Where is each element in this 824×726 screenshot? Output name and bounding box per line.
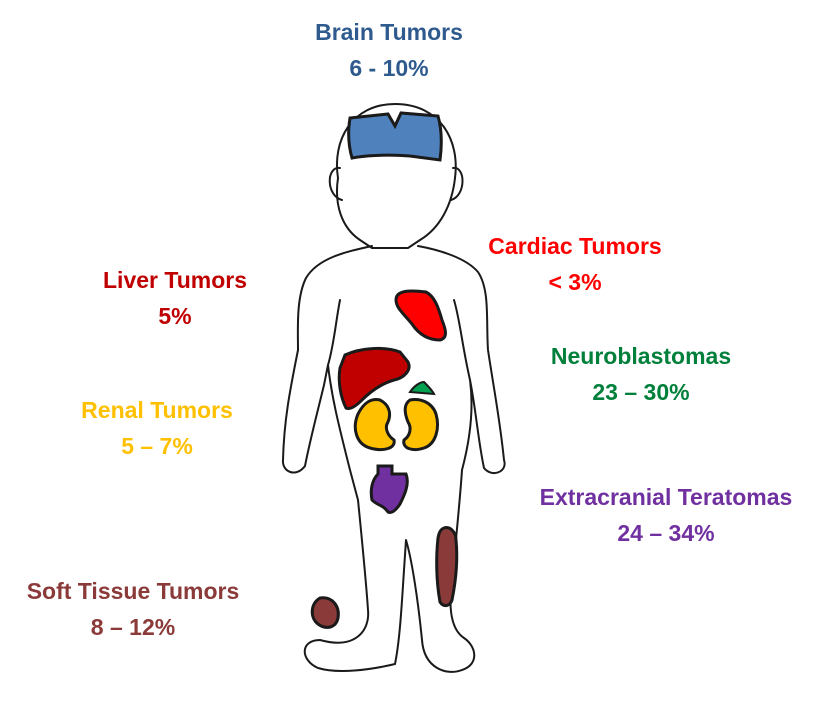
adrenal-organ [408,380,436,396]
torso-outline [281,245,506,673]
renal-tumors-percent: 5 – 7% [121,433,193,459]
left-armpit-line [327,299,341,366]
teratoma-organ [369,464,409,514]
brain-tumors-percent: 6 - 10% [349,55,429,81]
right-ear-outline [450,167,464,201]
liver-tumors-name: Liver Tumors [103,267,247,293]
left-kidney-organ [353,398,396,452]
cardiac-tumors-percent: < 3% [548,269,602,295]
renal-tumors-label: Renal Tumors 5 – 7% [52,392,262,464]
cardiac-tumors-name: Cardiac Tumors [488,233,662,259]
neuroblastomas-label: Neuroblastomas 23 – 30% [518,338,764,410]
neuroblastomas-percent: 23 – 30% [592,379,690,405]
liver-organ [337,346,411,410]
soft-tissue-tumors-percent: 8 – 12% [90,614,176,640]
extracranial-teratomas-percent: 24 – 34% [617,520,715,546]
extracranial-teratomas-label: Extracranial Teratomas 24 – 34% [506,479,824,551]
soft-tissue-thigh-organ [435,526,459,608]
soft-tissue-tumors-name: Soft Tissue Tumors [26,578,240,604]
cardiac-tumors-label: Cardiac Tumors < 3% [460,228,690,300]
body-outline [281,103,506,673]
brain-organ [347,111,443,162]
right-kidney-organ [402,398,439,452]
brain-tumors-name: Brain Tumors [315,19,463,45]
liver-tumors-percent: 5% [158,303,192,329]
renal-tumors-name: Renal Tumors [81,397,233,423]
left-ear-outline [328,167,343,201]
heart-organ [394,289,447,342]
soft-tissue-knee-organ [310,596,340,629]
right-armpit-line [453,299,471,381]
liver-tumors-label: Liver Tumors 5% [70,262,280,334]
extracranial-teratomas-name: Extracranial Teratomas [539,484,793,510]
neuroblastomas-name: Neuroblastomas [550,343,732,369]
soft-tissue-tumors-label: Soft Tissue Tumors 8 – 12% [0,573,266,645]
brain-tumors-label: Brain Tumors 6 - 10% [284,14,494,86]
head-outline [336,103,457,249]
